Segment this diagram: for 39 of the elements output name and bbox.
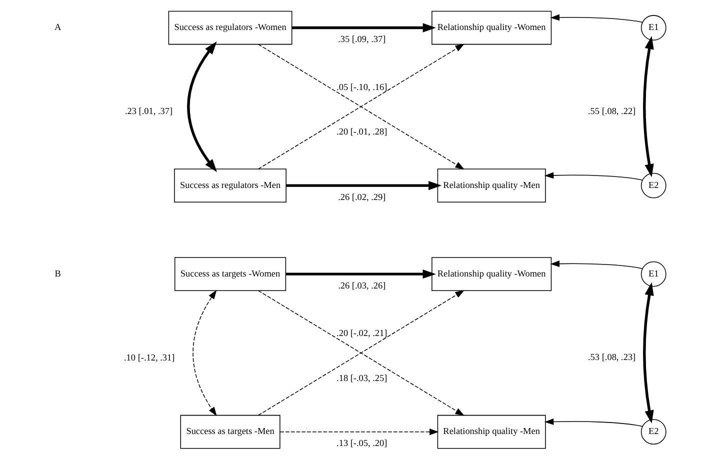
node-box: Success as targets -Men <box>180 414 280 449</box>
label: B <box>54 268 60 278</box>
arrow <box>544 172 642 180</box>
edge-label: .23 [.01, .37] <box>124 106 172 116</box>
node-circle: E1 <box>640 261 666 287</box>
node-circle: E1 <box>640 15 666 40</box>
edge-label: .55 [.08, .22] <box>588 106 636 116</box>
arrow <box>279 428 438 436</box>
label: A <box>54 22 61 32</box>
edge-label: .53 [.08, .23] <box>588 352 636 362</box>
arrow <box>291 23 436 32</box>
edge-label: .10 [-.12, .31] <box>123 352 174 362</box>
node-box: Relationship quality -Men <box>436 414 546 449</box>
node-circle: E2 <box>640 172 666 198</box>
node-box: Relationship quality -Men <box>436 168 546 202</box>
arrow <box>550 14 642 23</box>
node-circle: E2 <box>640 419 666 445</box>
edge-label: .20 [-.01, .28] <box>336 126 387 136</box>
node-box: Success as regulators -Women <box>168 10 292 45</box>
node-box: Success as targets -Women <box>174 257 286 291</box>
edge-label: .13 [-.05, .20] <box>336 438 387 448</box>
edge-label: .18 [-.03, .25] <box>336 372 387 383</box>
arrow <box>192 290 216 416</box>
node-box: Relationship quality -Women <box>431 257 552 291</box>
node-box: Success as regulators -Men <box>174 168 286 202</box>
edge-label: .35 [.09, .37] <box>338 34 386 44</box>
arrow <box>257 290 464 416</box>
arrow <box>642 36 654 178</box>
arrow <box>286 180 442 190</box>
arrow <box>544 418 642 427</box>
edge-label: .26 [.03, .26] <box>338 280 386 290</box>
edge-label: .05 [-.10, .16] <box>336 82 387 92</box>
edge-label: .26 [.02, .29] <box>338 192 386 202</box>
node-box: Relationship quality -Women <box>431 10 552 45</box>
arrow <box>285 269 436 279</box>
arrow <box>550 260 642 269</box>
arrow <box>642 282 654 424</box>
edge-label: .20 [-.02, .21] <box>336 328 387 338</box>
arrow <box>186 41 217 172</box>
